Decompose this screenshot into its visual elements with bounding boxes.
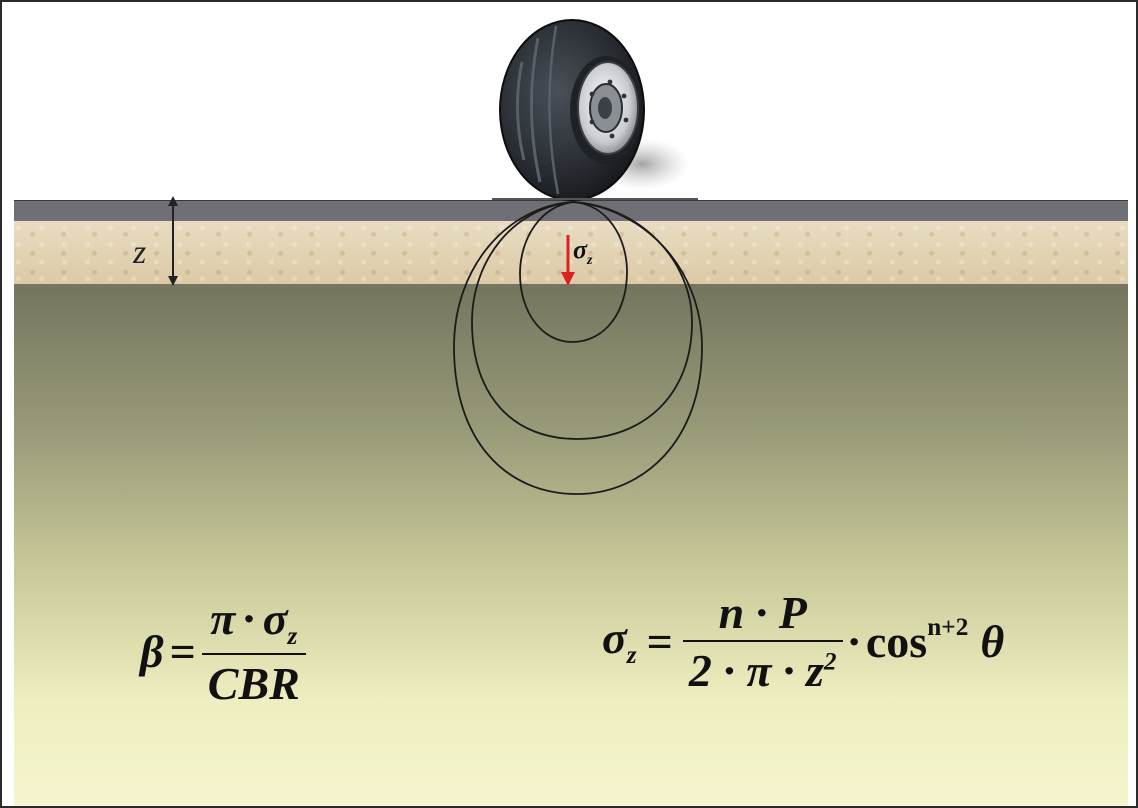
aircraft-tire-icon <box>492 19 698 201</box>
stress-arrow-icon <box>561 235 575 286</box>
sigma-lhs: σz <box>602 612 637 670</box>
pressure-bulb-inner <box>519 201 628 343</box>
equals-sign: = <box>169 625 196 677</box>
stress-denominator: 2 · π · z2 <box>682 640 843 694</box>
depth-dimension <box>168 196 178 286</box>
theta-symbol: θ <box>980 616 1005 667</box>
pressure-bulb-outer <box>453 201 703 495</box>
bolt <box>609 133 615 139</box>
beta-denominator: CBR <box>201 653 306 707</box>
beta-formula: β = π·σz CBR <box>140 596 306 707</box>
bolt <box>621 93 627 99</box>
depth-arrowhead-bottom <box>168 276 178 286</box>
multiply-dot: · <box>846 616 862 667</box>
depth-arrowhead-top <box>168 196 178 206</box>
stress-fraction: n · P 2 · π · z2 <box>682 587 843 694</box>
depth-label: z <box>133 234 147 271</box>
stress-numerator: n · P <box>718 587 807 638</box>
subgrade-layer <box>14 284 1128 806</box>
tire-groove <box>548 25 560 195</box>
pressure-bulbs <box>453 201 703 495</box>
equals-sign: = <box>646 616 673 667</box>
tire-groove <box>529 37 542 183</box>
cos-exponent: n+2 <box>927 613 969 642</box>
stress-label: σz <box>573 235 592 269</box>
bolt <box>589 91 595 97</box>
bolt <box>607 79 613 85</box>
bolt <box>589 119 595 125</box>
stress-subscript: z <box>587 253 593 269</box>
tire-groove <box>516 61 526 161</box>
bolt <box>623 117 629 123</box>
beta-symbol: β <box>140 625 164 677</box>
stress-symbol: σ <box>573 235 588 264</box>
pressure-bulb-middle <box>471 201 693 440</box>
cos-function: cos <box>865 616 928 667</box>
beta-numerator: π·σz <box>210 593 298 651</box>
axle <box>598 97 612 119</box>
beta-fraction: π·σz CBR <box>201 593 306 707</box>
